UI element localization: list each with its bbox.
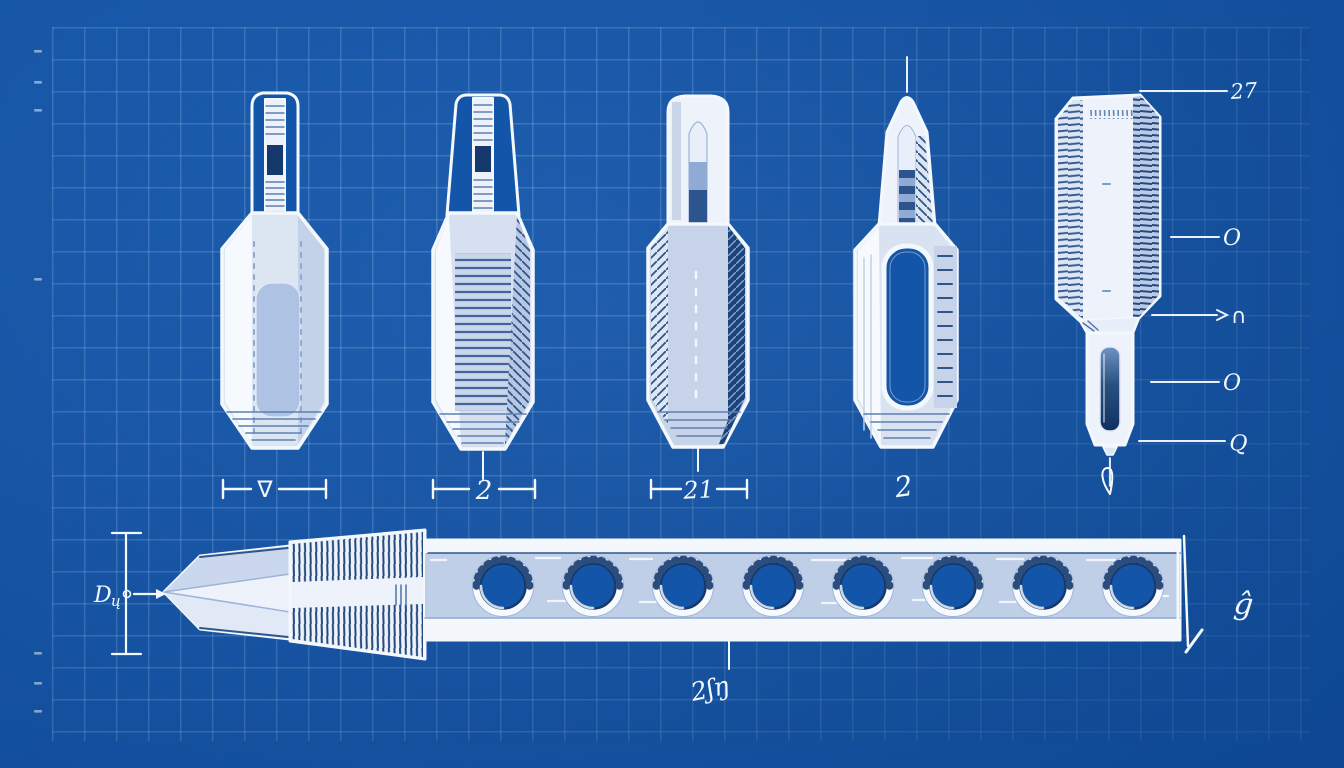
bit-5-slot <box>1099 346 1121 432</box>
diameter-label-main: D <box>93 583 112 608</box>
bit-4-ring-panel <box>881 243 934 411</box>
bit-3-drawing <box>646 94 750 472</box>
bit-4-drawing <box>853 56 959 449</box>
rail-end-tick <box>1184 628 1204 654</box>
bit-1-slot <box>267 145 283 175</box>
holder-drawing: D ų <box>93 528 1255 707</box>
stamp-marks <box>1089 110 1133 119</box>
holder-end-note-label: ĝ <box>1232 586 1255 623</box>
callout-label-2: O <box>1223 226 1241 251</box>
bit-4-ruler-ticks <box>937 255 953 397</box>
leader-arrow-icon <box>1216 309 1230 321</box>
bit-1-drawing <box>220 91 329 450</box>
holder-hole <box>832 555 894 617</box>
bit-2-drawing <box>431 93 535 480</box>
bit-1-center-panel <box>255 282 301 418</box>
bit-2-slot <box>475 146 491 172</box>
holder-hole <box>742 555 804 617</box>
dim-label-4: 2 <box>892 469 915 504</box>
margin-ticks <box>34 50 42 713</box>
dim-label-2: 2 <box>475 476 493 506</box>
dim-arrow-icon <box>156 589 166 599</box>
holder-hole <box>562 555 624 617</box>
holder-note-label: 2ʃŋ <box>687 670 732 707</box>
callout-leaders <box>1138 90 1230 442</box>
dim-label-1: ∇ <box>256 477 273 503</box>
callout-label-1: 27 <box>1229 78 1259 104</box>
dimension-lines <box>221 478 749 500</box>
bit-5-drawing <box>1054 93 1162 495</box>
holder-hole <box>472 555 534 617</box>
callout-label-4: O <box>1223 371 1241 396</box>
callout-label-3: ∩ <box>1231 304 1246 328</box>
holder-diameter-dim <box>110 531 158 656</box>
bit-5-knurl-left <box>1058 100 1083 319</box>
holder-hole <box>1012 555 1074 617</box>
holder-hole <box>922 555 984 617</box>
down-arrow-glyph <box>1101 467 1114 495</box>
dim-point-marker <box>122 589 132 599</box>
holder-holes <box>472 555 1164 617</box>
dim-label-3: 21 <box>682 475 715 505</box>
bit-5-knurl-right <box>1133 96 1159 317</box>
holder-hole <box>1102 555 1164 617</box>
holder-hole <box>652 555 714 617</box>
diameter-label-sub: ų <box>111 592 121 610</box>
callout-label-5: Q <box>1229 431 1248 457</box>
